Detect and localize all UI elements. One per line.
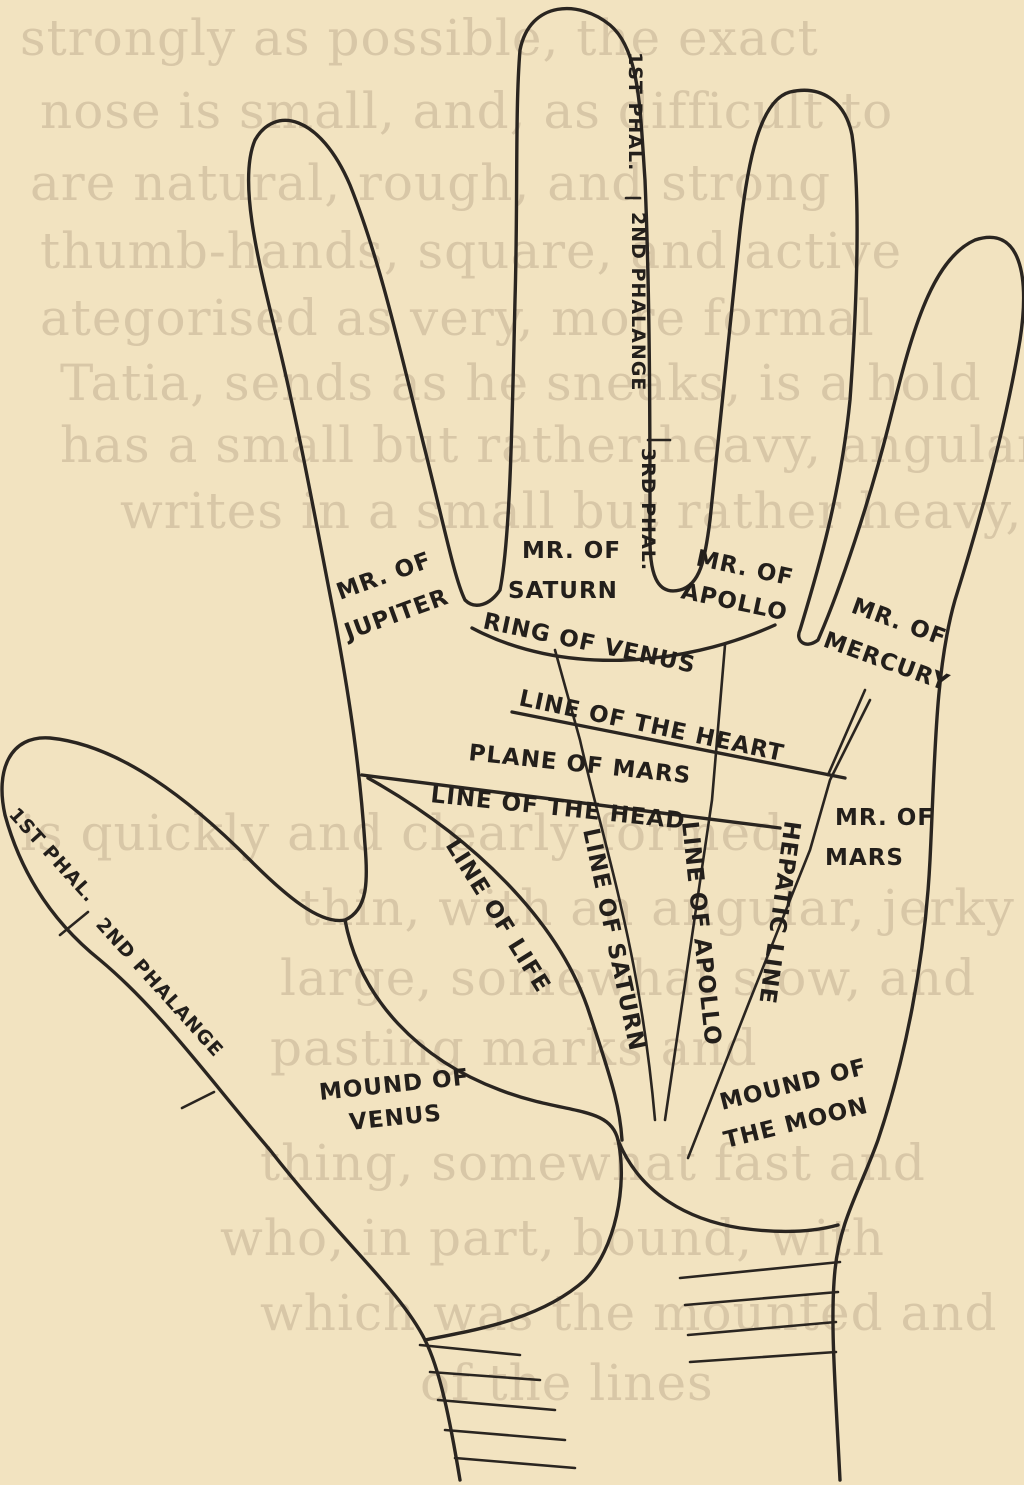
palm-base-contour — [616, 1138, 840, 1234]
phalange-divider — [180, 1090, 216, 1110]
label-plane-of-mars: PLANE OF MARS — [467, 740, 692, 789]
bleed-line: thing, somewhat fast and — [260, 1134, 926, 1192]
wrist-line — [683, 1290, 840, 1307]
wrist-line — [688, 1350, 838, 1364]
hand-outline — [0, 6, 1024, 1482]
wrist-line — [453, 1456, 577, 1470]
saturn-line — [553, 648, 657, 1122]
wrist-line — [443, 1428, 567, 1442]
label-mount-saturn-1: MR. OF — [522, 538, 621, 564]
label-mound-venus-2: VENUS — [348, 1100, 443, 1136]
apollo-line — [663, 643, 727, 1122]
bleed-line: pasting marks and — [270, 1019, 758, 1077]
bleed-line: which was the mounted and — [260, 1284, 998, 1342]
life-line — [366, 776, 624, 1142]
label-third-phal: 3RD PHAL. — [637, 448, 659, 571]
wrist-line — [686, 1320, 838, 1337]
wrist-line — [678, 1260, 842, 1280]
label-first-phal-index: 1ST PHAL. — [624, 52, 646, 171]
bleed-line: nose is small, and, as difficult to — [40, 82, 893, 140]
bleed-line: thin, with an angular, jerky — [300, 879, 1015, 937]
bleed-line: has a small but rather heavy, angular — [60, 416, 1024, 474]
bleed-line: large, somewhat slow, and — [280, 949, 976, 1007]
bleed-line: strongly as possible, the exact — [20, 9, 819, 67]
label-mount-mars-2: MARS — [825, 845, 904, 871]
bleed-line: who, in part, bound, with — [220, 1209, 885, 1267]
bleed-line: writes in a small but rather heavy, angu… — [120, 482, 1024, 540]
bleed-line: Tatia, sends as he sneaks, is a hold — [60, 354, 982, 412]
wrist-line — [436, 1398, 557, 1412]
heart-line — [510, 710, 847, 780]
ring-of-venus-line — [470, 623, 777, 663]
palm-lines — [360, 623, 872, 1160]
bleed-through-text: strongly as possible, the exact nose is … — [20, 9, 1024, 1412]
label-mount-mars-1: MR. OF — [835, 805, 934, 831]
bleed-line: ategorised as very, more formal — [40, 289, 875, 347]
wrist-lines — [418, 1260, 842, 1470]
wrist-line — [418, 1343, 522, 1357]
bleed-line: thumb-hands, square, and active — [40, 222, 902, 280]
phalange-divider — [58, 910, 90, 937]
wrist-line — [428, 1370, 542, 1382]
mercury-line — [826, 688, 867, 777]
hepatic-line — [686, 698, 872, 1160]
label-second-phalange-thumb: 2ND PHALANGE — [91, 914, 227, 1062]
phalange-dividers — [58, 196, 672, 1110]
label-ring-of-venus: RING OF VENUS — [481, 608, 698, 678]
bleed-line: are natural, rough, and strong — [30, 154, 831, 212]
label-mount-saturn-2: SATURN — [508, 578, 618, 604]
label-second-phalange-index: 2ND PHALANGE — [627, 212, 649, 391]
